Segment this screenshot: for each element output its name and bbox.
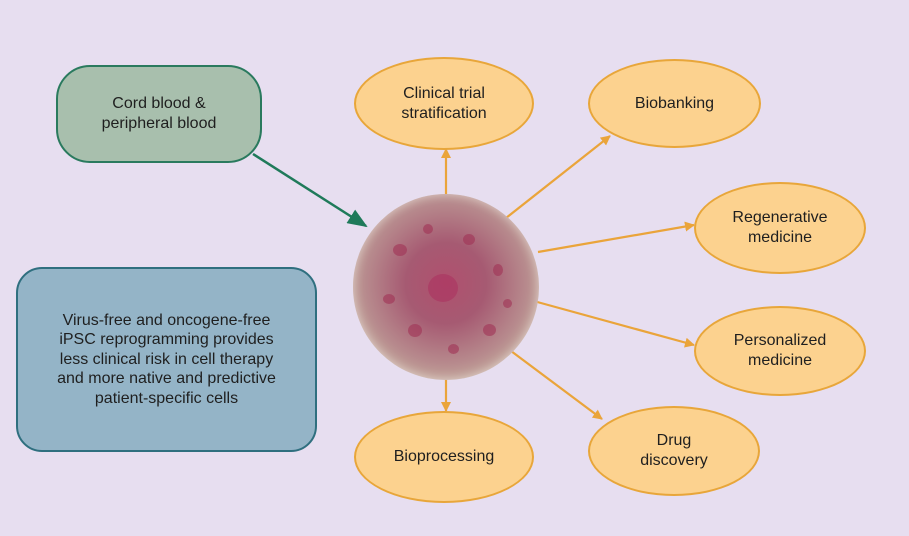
oval-label: Personalized — [733, 332, 827, 349]
info-line: and more native and predictive — [57, 370, 276, 388]
oval-regenerative-medicine: Regenerative medicine — [694, 182, 866, 274]
info-line: Virus-free and oncogene-free — [62, 311, 271, 329]
info-line: less clinical risk in cell therapy — [59, 350, 274, 368]
arrow-source-to-dish — [252, 152, 368, 228]
oval-label: Clinical trial — [403, 84, 485, 102]
source-line: Cord blood & — [112, 95, 206, 112]
arrow-to-drug-discovery — [502, 344, 603, 420]
oval-personalized-medicine: Personalized medicine — [694, 306, 866, 396]
oval-label: Drug — [656, 432, 692, 449]
arrow-to-biobanking — [505, 135, 611, 219]
oval-biobanking: Biobanking — [588, 59, 761, 148]
petri-dish-icon — [353, 194, 539, 380]
oval-label: Regenerative — [732, 209, 828, 226]
arrow-to-regenerative — [537, 221, 695, 254]
oval-label: discovery — [640, 452, 708, 469]
oval-bioprocessing: Bioprocessing — [354, 411, 534, 503]
info-line: patient-specific cells — [94, 389, 239, 407]
source-line: peripheral blood — [101, 115, 217, 132]
info-box-ipsc-reprogramming: Virus-free and oncogene-free iPSC reprog… — [16, 267, 317, 452]
info-line: iPSC reprogramming provides — [59, 331, 274, 349]
oval-label: Biobanking — [634, 94, 715, 112]
oval-drug-discovery: Drug discovery — [588, 406, 760, 496]
oval-label: stratification — [401, 104, 487, 122]
oval-label: Bioprocessing — [393, 448, 495, 465]
oval-label: medicine — [747, 352, 813, 369]
oval-label: medicine — [747, 229, 812, 246]
source-box-cord-blood: Cord blood & peripheral blood — [56, 65, 262, 163]
arrow-to-personalized — [529, 298, 695, 348]
oval-clinical-trial-stratification: Clinical trial stratification — [354, 57, 534, 150]
